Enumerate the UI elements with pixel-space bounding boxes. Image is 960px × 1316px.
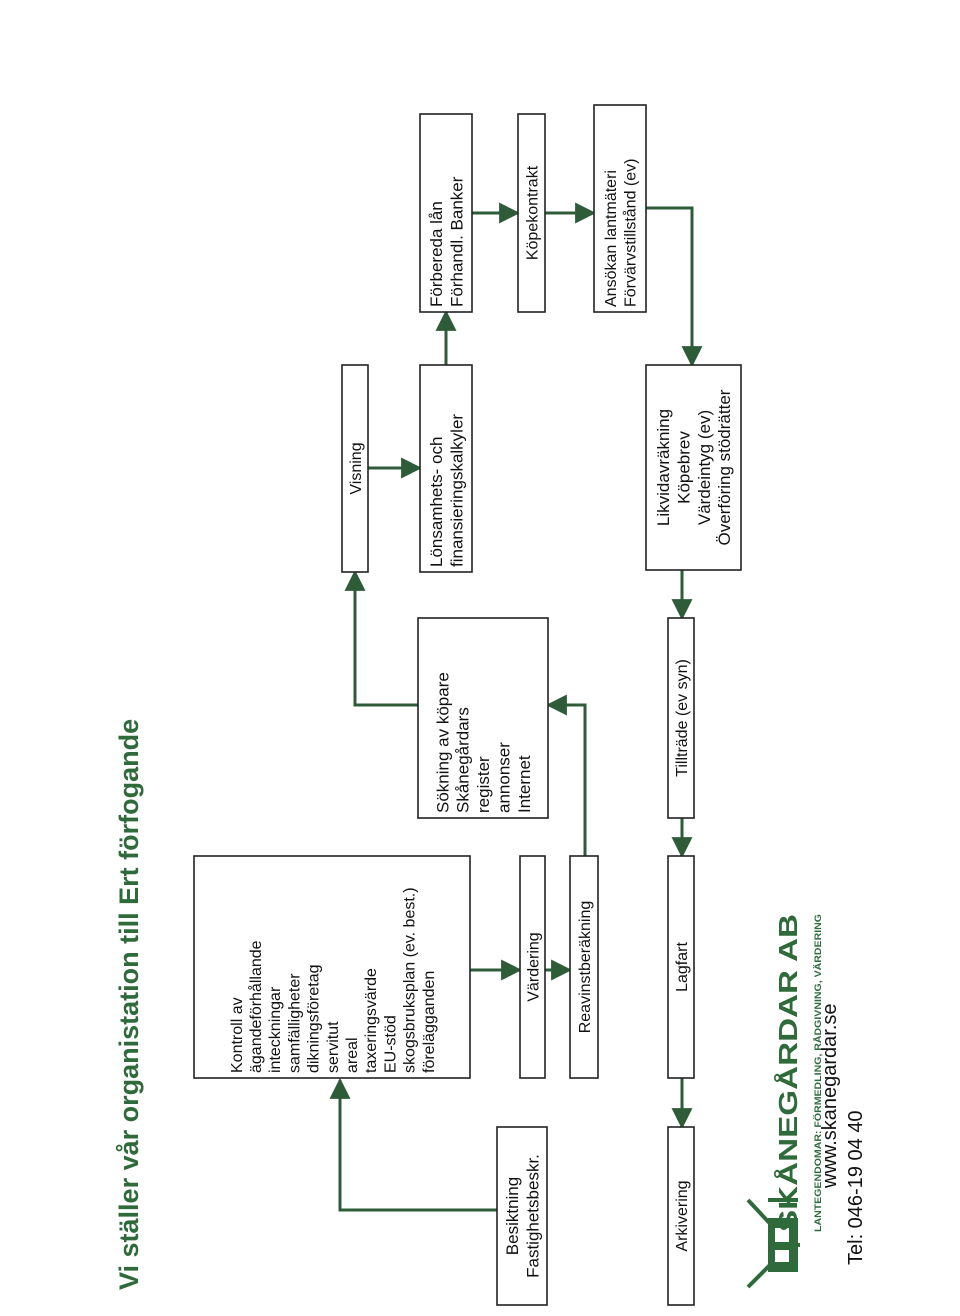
arrow-ansokan-to-likvid	[646, 206, 703, 368]
box-sokning-line: Sökning av köpare	[433, 672, 452, 813]
box-kontroll-line: förelägganden	[421, 971, 438, 1073]
arrow-besiktning-to-kontroll	[329, 1077, 497, 1212]
box-lagfart-line: Lagfart	[674, 942, 691, 992]
logo-tagline: LANTEGENDOMAR: FÖRMEDLING, RÅDGIVNING, V…	[813, 914, 824, 1232]
box-besiktning-line: Besiktning	[503, 1177, 522, 1255]
box-tilltrade: Tillträde (ev syn)	[667, 617, 695, 819]
box-reavinst-line: Reavinstberäkning	[577, 901, 594, 1034]
box-kontroll-line: EU-stöd	[382, 1015, 399, 1073]
connectors	[329, 202, 703, 1212]
box-kontroll-line: inteckningar	[267, 986, 284, 1073]
box-vardering-frame	[519, 855, 546, 1079]
box-kontroll-line: areal	[344, 1037, 361, 1073]
box-kontroll-frame	[193, 855, 471, 1079]
box-tilltrade-line: Tillträde (ev syn)	[674, 659, 691, 777]
box-vardering: Värdering	[519, 855, 546, 1079]
box-likvid-line: Överföring stödrätter	[715, 389, 734, 545]
box-kontroll-line: Kontroll av	[229, 997, 246, 1073]
box-visning-line: Visning	[348, 442, 365, 494]
arrow-sokning-to-visning	[344, 569, 418, 707]
box-arkivering: Arkivering	[667, 1126, 695, 1306]
box-tilltrade-frame	[667, 617, 695, 819]
box-vardering-line: Värdering	[525, 932, 542, 1001]
farmhouse-icon	[746, 1198, 800, 1289]
box-besiktning-line: Fastighetsbeskr.	[523, 1154, 542, 1278]
box-lonsamhet-frame	[419, 364, 473, 573]
box-likvid-line: Köpebrev	[674, 431, 693, 504]
box-likvid-frame	[645, 364, 742, 571]
box-kontroll-line: servitut	[325, 1021, 342, 1073]
box-sokning-line: annonser	[495, 742, 514, 813]
box-kontroll-line: skogsbruksplan (ev. best.)	[402, 887, 419, 1073]
box-kontroll-line: taxeringsvärde	[363, 968, 380, 1073]
box-ansokan-line: Förvärvstillstånd (ev)	[621, 159, 639, 307]
box-lagfart: Lagfart	[667, 855, 695, 1079]
box-ansokan-frame	[593, 104, 647, 313]
logo-name: SKÅNEGÅRDAR AB	[773, 914, 803, 1232]
box-lonsamhet-line: Lönsamhets- och	[427, 437, 446, 567]
box-sokning-line: Internet	[515, 755, 534, 813]
company-logo: SKÅNEGÅRDAR AB LANTEGENDOMAR: FÖRMEDLING…	[746, 914, 867, 1289]
box-sokning-line: Skånegårdars	[454, 707, 473, 813]
box-forbereda-line: Förbereda lån	[427, 201, 446, 307]
website-text: www.skanegardar.se	[819, 1003, 841, 1189]
box-reavinst: Reavinstberäkning	[569, 855, 599, 1079]
phone-text: Tel: 046-19 04 40	[845, 1110, 867, 1265]
box-kopekontrakt-frame	[517, 113, 546, 313]
box-ansokan-line: Ansökan lantmäteri	[603, 170, 620, 307]
box-likvid-line: Värdeintyg (ev)	[695, 410, 714, 525]
box-forbereda-line: Förhandl. Banker	[447, 176, 466, 307]
box-arkivering-line: Arkivering	[674, 1180, 691, 1251]
box-lonsamhet-line: finansieringskalkyler	[447, 414, 466, 567]
box-kopekontrakt-line: Köpekontrakt	[524, 165, 541, 260]
box-lagfart-frame	[667, 855, 695, 1079]
box-forbereda-frame	[419, 113, 473, 313]
arrow-reavinst-to-sokning	[545, 694, 587, 856]
box-kontroll-line: dikningsföretag	[306, 964, 323, 1073]
page-title: Vi ställer vår organistation till Ert fö…	[114, 719, 144, 1290]
box-reavinst-frame	[569, 855, 599, 1079]
box-kontroll-line: samfälligheter	[286, 973, 303, 1073]
box-visning-frame	[341, 364, 369, 573]
box-likvid-line: Likvidavräkning	[654, 409, 673, 526]
box-arkivering-frame	[667, 1126, 695, 1306]
box-visning: Visning	[341, 364, 369, 573]
box-sokning-frame	[417, 617, 549, 819]
box-kontroll-line: ägandeförhållande	[247, 940, 265, 1073]
box-besiktning-frame	[496, 1126, 548, 1306]
box-sokning-line: register	[474, 756, 493, 813]
box-kopekontrakt: Köpekontrakt	[517, 113, 546, 313]
